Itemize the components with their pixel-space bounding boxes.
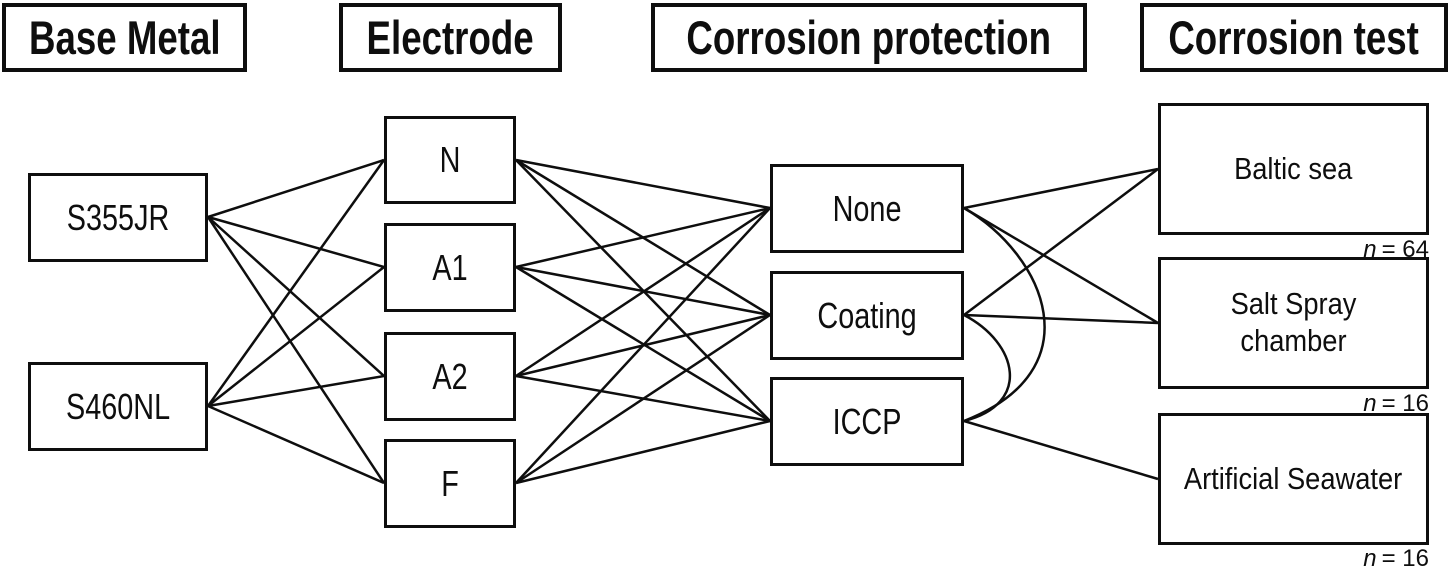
header-corrosion-test-label: Corrosion test [1168,11,1420,64]
edge-coating-salt-spray [963,313,1159,325]
node-test-baltic-sea-label: Baltic sea [1234,150,1353,186]
node-test-salt-spray-chamber: Salt Spray chamber [1158,257,1429,389]
node-test-artificial-seawater: Artificial Seawater [1158,413,1429,545]
n-value: = 16 [1381,390,1429,417]
node-protection-coating: Coating [770,271,964,360]
node-electrode-a1: A1 [384,223,516,312]
edge-f-none [515,207,771,484]
edge-a1-none [515,206,771,269]
header-electrode: Electrode [339,3,562,72]
edge-a2-none [515,206,771,378]
n-symbol: n [1363,390,1377,417]
edge-s460nl-n [206,159,386,407]
header-corrosion-protection-label: Corrosion protection [686,11,1052,64]
node-electrode-a2: A2 [384,332,516,421]
node-protection-none-label: None [832,187,902,229]
node-s460nl-label: S460NL [65,385,171,427]
sample-count-artificial-seawater: n= 16 [1158,547,1429,571]
node-electrode-f-label: F [441,462,459,504]
edge-coating-baltic-sea [963,168,1159,316]
edge-none-baltic-sea [963,167,1159,210]
node-electrode-a2-label: A2 [432,355,468,397]
node-s460nl: S460NL [28,362,208,451]
node-s355jr-label: S355JR [66,196,170,238]
edge-s460nl-f [207,404,385,485]
edge-s355jr-a1 [207,215,385,269]
edge-s460nl-a2 [207,374,385,408]
node-test-baltic-sea: Baltic sea [1158,103,1429,235]
node-electrode-a1-label: A1 [432,246,468,288]
header-base-metal: Base Metal [2,3,247,72]
n-symbol: n [1363,236,1377,263]
edge-none-artificial-seawater-curve [963,206,1046,423]
header-corrosion-test: Corrosion test [1140,3,1448,72]
header-electrode-label: Electrode [366,11,535,64]
edge-s355jr-n [207,158,385,219]
node-test-salt-spray-chamber-label: Salt Spray chamber [1230,286,1357,358]
node-protection-iccp-label: ICCP [832,400,902,442]
edge-s355jr-a2 [207,216,385,377]
node-electrode-n-label: N [439,139,461,180]
n-value: = 16 [1381,545,1429,572]
node-protection-iccp: ICCP [770,377,964,466]
sample-count-salt-spray-chamber: n= 16 [1158,392,1429,416]
header-base-metal-label: Base Metal [28,11,221,64]
edge-coating-artificial-seawater-curve [963,313,1011,423]
edge-s460nl-a1 [207,266,385,407]
edge-n-none [515,158,771,210]
node-test-artificial-seawater-label: Artificial Seawater [1184,460,1403,496]
edge-s355jr-f [206,216,386,484]
header-corrosion-protection: Corrosion protection [651,3,1087,72]
edge-f-coating [515,313,771,485]
n-symbol: n [1363,545,1377,572]
node-protection-coating-label: Coating [817,294,917,336]
edge-none-salt-spray [963,206,1159,325]
node-protection-none: None [770,164,964,253]
node-s355jr: S355JR [28,173,208,262]
edge-f-iccp [515,419,771,485]
edge-iccp-artificial-seawater [963,419,1159,481]
node-electrode-n: N [384,116,516,204]
node-electrode-f: F [384,439,516,528]
